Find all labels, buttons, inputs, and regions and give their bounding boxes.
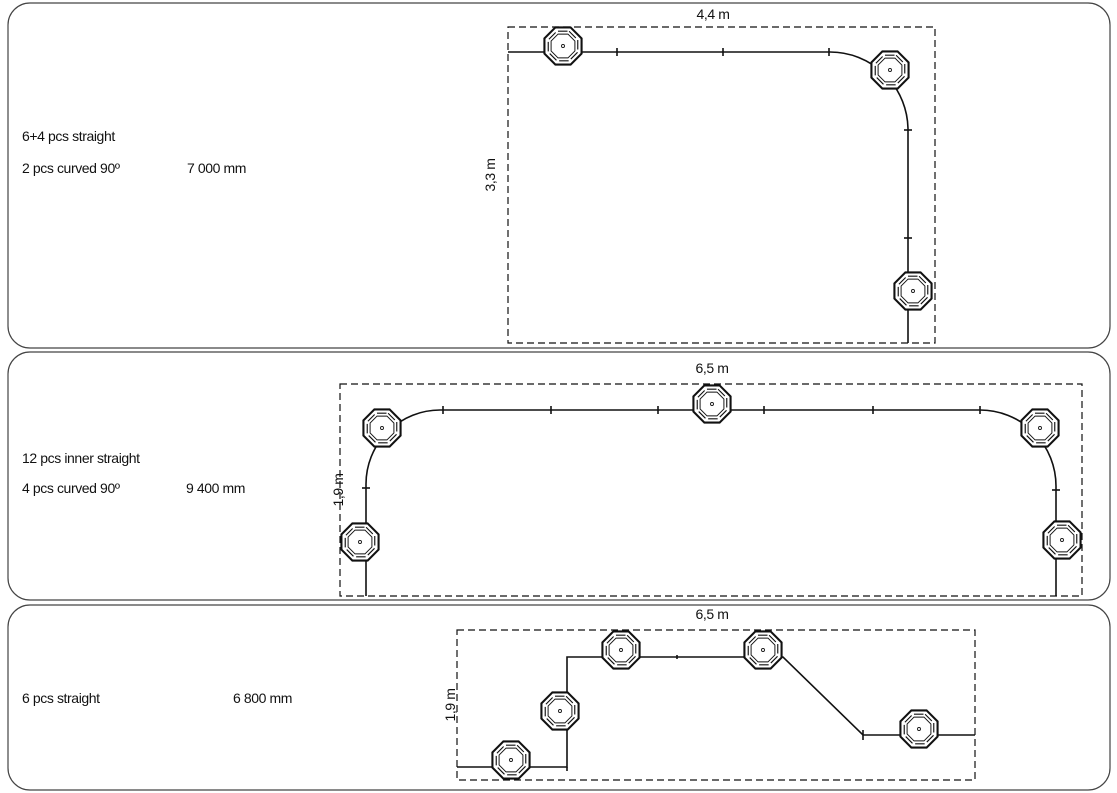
height-dimension: 3,3 m	[482, 158, 498, 191]
parts-line-1: 6+4 pcs straight	[22, 128, 115, 144]
panel-frame	[7, 2, 1111, 349]
track-path	[457, 656, 975, 768]
parts-line-1: 6 pcs straight	[22, 690, 100, 706]
octagon-stand-icon	[870, 50, 910, 90]
octagon-stand-icon	[1020, 408, 1060, 448]
panel-frame	[7, 351, 1111, 601]
octagon-stand-icon	[491, 740, 531, 780]
bounding-box	[456, 629, 976, 781]
octagon-stand-icon	[601, 630, 641, 670]
bounding-box	[507, 26, 936, 344]
total-length: 6 800 mm	[233, 690, 292, 706]
bounding-box	[339, 383, 1083, 597]
total-length: 9 400 mm	[186, 480, 245, 496]
height-dimension: 1,9 m	[330, 473, 346, 506]
octagon-stand-icon	[540, 691, 580, 731]
height-dimension: 1,9 m	[442, 688, 458, 721]
layout-panel-2: 12 pcs inner straight 4 pcs curved 90º 9…	[7, 351, 1111, 601]
layout-panel-3: 6 pcs straight 6 800 mm 6,5 m 1,9 m	[7, 604, 1111, 791]
octagon-stand-icon	[692, 384, 732, 424]
width-dimension: 6,5 m	[695, 606, 728, 622]
parts-line-2: 2 pcs curved 90º	[22, 160, 120, 176]
parts-line-1: 12 pcs inner straight	[22, 450, 140, 466]
width-dimension: 4,4 m	[696, 6, 729, 22]
layout-panel-1: 6+4 pcs straight 2 pcs curved 90º 7 000 …	[7, 2, 1111, 349]
octagon-stand-icon	[893, 271, 933, 311]
width-dimension: 6,5 m	[695, 360, 728, 376]
total-length: 7 000 mm	[187, 160, 246, 176]
parts-line-2: 4 pcs curved 90º	[22, 480, 120, 496]
octagon-stand-icon	[743, 630, 783, 670]
octagon-stand-icon	[1042, 520, 1082, 560]
octagon-stand-icon	[543, 26, 583, 66]
octagon-stand-icon	[899, 709, 939, 749]
octagon-stand-icon	[340, 522, 380, 562]
octagon-stand-icon	[362, 408, 402, 448]
